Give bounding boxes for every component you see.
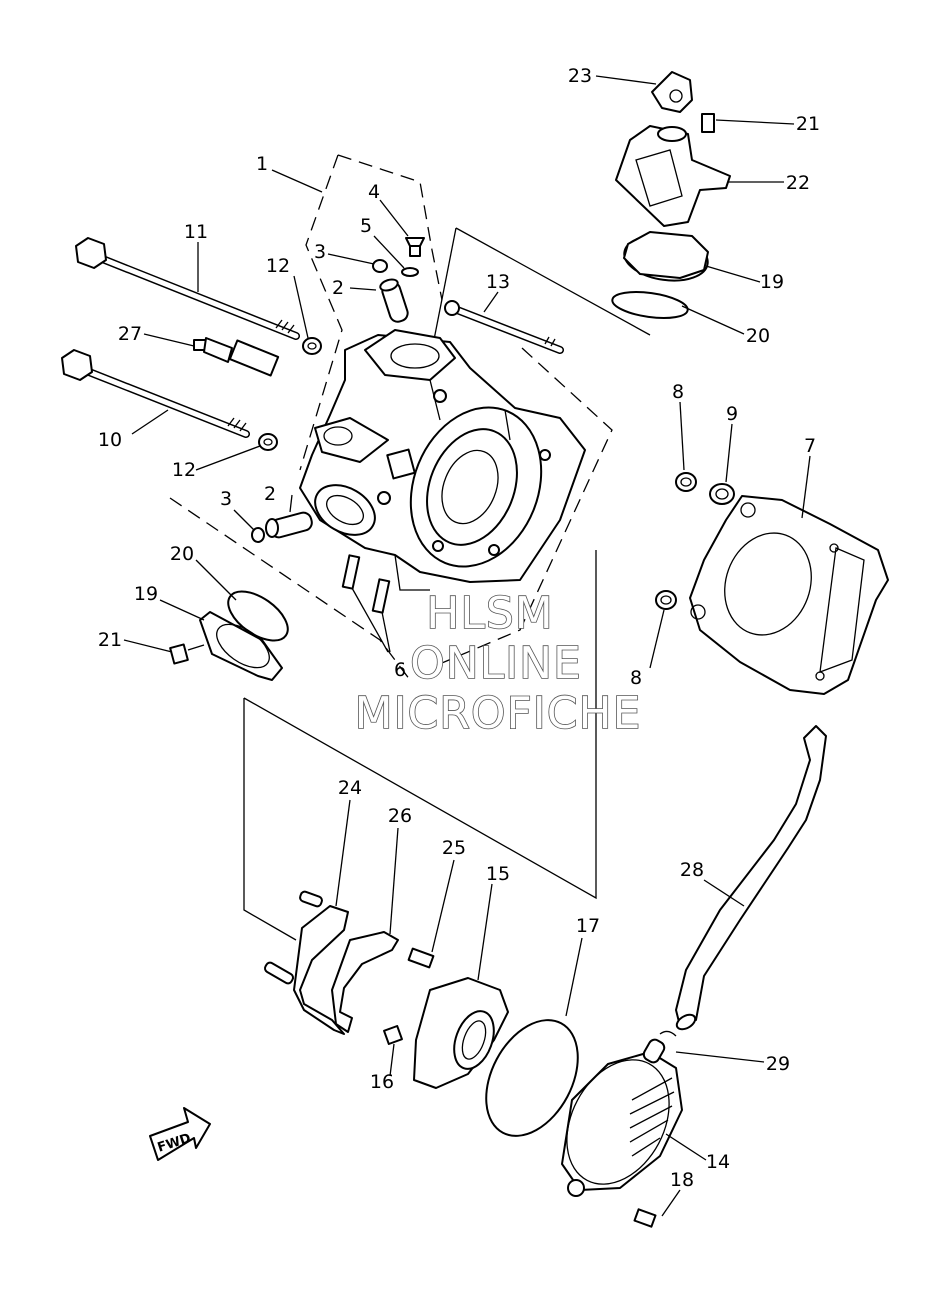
callout-16: 16: [370, 1071, 394, 1093]
callout-23: 23: [568, 65, 592, 87]
callout-4: 4: [368, 181, 380, 203]
callout-3-top: 3: [314, 241, 326, 263]
top-cover-group: [611, 71, 731, 320]
callout-5: 5: [360, 215, 372, 237]
callout-27: 27: [118, 323, 142, 345]
callout-12-top: 12: [266, 255, 290, 277]
head-gasket-group: [655, 472, 889, 695]
callout-12-lower: 12: [172, 459, 196, 481]
hose-group: [659, 725, 827, 1037]
assembly-boundaries: [169, 154, 651, 941]
small-parts: [193, 237, 425, 614]
callout-21-left: 21: [98, 629, 122, 651]
callout-13: 13: [486, 271, 510, 293]
callout-28: 28: [680, 859, 704, 881]
callout-14: 14: [706, 1151, 730, 1173]
callout-9: 9: [726, 403, 738, 425]
callout-26: 26: [388, 805, 412, 827]
cylinder-head: [299, 329, 586, 591]
callout-24: 24: [338, 777, 362, 799]
callout-7: 7: [804, 435, 816, 457]
callout-19-top: 19: [760, 271, 784, 293]
callout-20-top: 20: [746, 325, 770, 347]
callout-2-lower: 2: [264, 483, 276, 505]
callout-25: 25: [442, 837, 466, 859]
callout-2-top: 2: [332, 277, 344, 299]
fwd-direction-arrow: FWD: [149, 1107, 211, 1161]
left-cover-group: [169, 590, 289, 681]
head-bolts: [61, 237, 564, 438]
callout-18: 18: [670, 1169, 694, 1191]
watermark-line-1: HLSM: [426, 588, 554, 639]
lower-cover-group: [263, 890, 683, 1228]
callout-15: 15: [486, 863, 510, 885]
callout-17: 17: [576, 915, 600, 937]
callout-22: 22: [786, 172, 810, 194]
callout-1: 1: [256, 153, 268, 175]
callout-20-left: 20: [170, 543, 194, 565]
callout-8-lower: 8: [630, 667, 642, 689]
callout-29: 29: [766, 1053, 790, 1075]
watermark-line-3: MICROFICHE: [355, 688, 642, 739]
callout-3-lower: 3: [220, 488, 232, 510]
callout-6: 6: [394, 659, 406, 681]
callout-11: 11: [184, 221, 208, 243]
leader-lines: [123, 75, 811, 1217]
watermark: HLSM ONLINE MICROFICHE: [354, 587, 642, 740]
callout-19-left: 19: [134, 583, 158, 605]
watermark-line-2: ONLINE: [410, 638, 582, 689]
callout-labels: 1 2 2 3 3 4 5 6 7 8 8 9 10 11 12 12 13 1…: [98, 65, 820, 1191]
callout-8-top: 8: [672, 381, 684, 403]
callout-21-top: 21: [796, 113, 820, 135]
callout-10: 10: [98, 429, 122, 451]
